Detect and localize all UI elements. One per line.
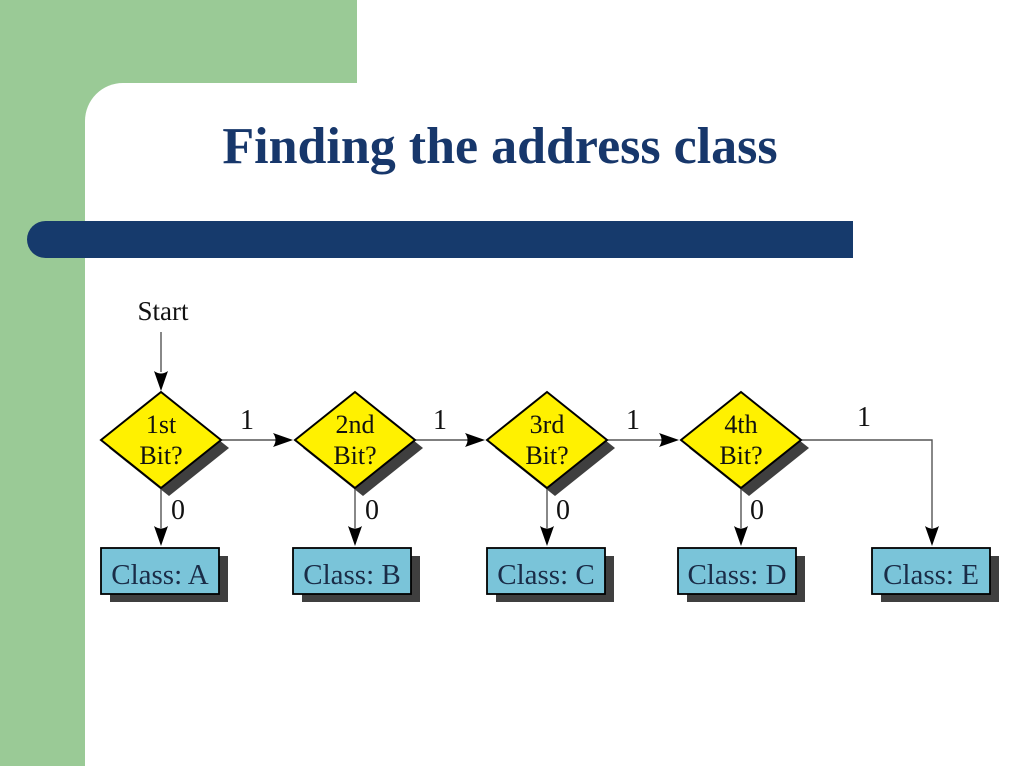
arrowhead-into-result-e-icon	[925, 526, 939, 546]
result-class-c	[486, 547, 606, 595]
arrowhead-start-down-icon	[154, 371, 168, 391]
result-class-d-label: Class: D	[687, 559, 786, 591]
branch-0-label-d3: 0	[556, 495, 570, 526]
arrowhead-into-result-a-icon	[154, 526, 168, 546]
result-class-b	[292, 547, 412, 595]
connector-d4-to-result-e	[801, 439, 933, 528]
connectors	[160, 332, 933, 528]
arrowhead-into-result-d-icon	[734, 526, 748, 546]
result-class-c-label: Class: C	[497, 559, 595, 591]
decision-1-label-line2: Bit?	[139, 441, 182, 470]
branch-0-label-d4: 0	[750, 495, 764, 526]
decision-nodes: 1st Bit? 2nd Bit? 3rd Bit? 4th Bit?	[99, 390, 803, 490]
result-nodes: Class: A Class: B Class: C Class: D Clas…	[100, 547, 991, 595]
title-accent-bar	[27, 221, 853, 258]
result-class-a-label: Class: A	[111, 559, 209, 591]
branch-1-label-d4-e: 1	[857, 402, 871, 433]
decision-2nd-bit	[293, 390, 417, 490]
result-class-a	[100, 547, 220, 595]
decision-3-label-line2: Bit?	[525, 441, 568, 470]
arrowheads	[154, 371, 939, 546]
arrowhead-into-result-b-icon	[348, 526, 362, 546]
arrowhead-into-result-c-icon	[540, 526, 554, 546]
decision-3-label-line1: 3rd	[530, 410, 565, 439]
slide-title: Finding the address class	[222, 118, 778, 175]
branch-0-label-d1: 0	[171, 495, 185, 526]
branch-1-label-d1-d2: 1	[240, 405, 254, 436]
result-class-e	[871, 547, 991, 595]
decision-1-label-line1: 1st	[146, 410, 177, 439]
decision-1st-bit	[99, 390, 223, 490]
flow-labels: Start 1 1 1 1 0 0 0 0	[138, 296, 872, 526]
decision-4th-bit	[679, 390, 803, 490]
branch-1-label-d3-d4: 1	[626, 405, 640, 436]
start-label: Start	[138, 296, 189, 326]
decision-4-label-line2: Bit?	[719, 441, 762, 470]
result-class-e-label: Class: E	[883, 559, 979, 591]
decision-4-label-line1: 4th	[724, 410, 757, 439]
arrowhead-into-d4-icon	[659, 433, 679, 447]
arrowhead-into-d2-icon	[273, 433, 293, 447]
result-class-d	[677, 547, 797, 595]
branch-0-label-d2: 0	[365, 495, 379, 526]
result-class-b-label: Class: B	[303, 559, 401, 591]
decision-3rd-bit	[485, 390, 609, 490]
decision-2-label-line2: Bit?	[333, 441, 376, 470]
branch-1-label-d2-d3: 1	[433, 405, 447, 436]
decision-2-label-line1: 2nd	[336, 410, 375, 439]
arrowhead-into-d3-icon	[465, 433, 485, 447]
